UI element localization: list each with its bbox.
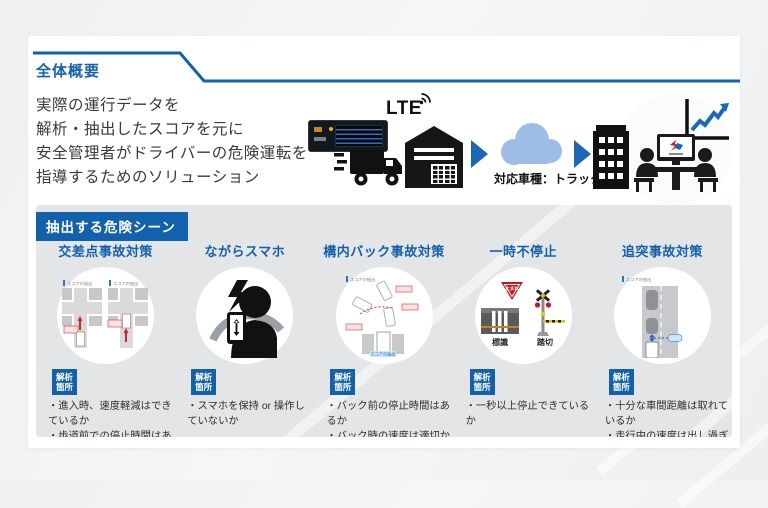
main-card: 全体概要 実際の運行データを 解析・抽出したスコアを元に 安全管理者がドライバー… [28, 36, 740, 448]
scene-illustration-circle: 止まれ 標識 [474, 267, 572, 364]
stop-sign-crossing-icon: 止まれ 標識 [481, 281, 566, 347]
svg-text:スコアの抽出: スコアの抽出 [67, 280, 92, 287]
bullet: ・バック前の停止時間はあるか [326, 401, 450, 428]
scene-column-backing: 構内バック事故対策 スコアの抽出 [314, 241, 453, 437]
scene-column-stop: 一時不停止 止まれ 標識 [454, 241, 593, 437]
office-building-icon [593, 125, 629, 189]
scene-columns: 交差点事故対策 スコアの抽出 [36, 241, 732, 437]
analysis-point-badge: 解析 箇所 [52, 369, 78, 396]
device-screen [335, 125, 383, 147]
railroad-crossing-icon [535, 288, 566, 336]
badge-line: 箇所 [473, 382, 491, 393]
scene-bullets: ・スマホを保持 or 操作していないか [187, 399, 314, 429]
analysis-point-badge: 解析 箇所 [608, 369, 634, 396]
analysis-point-badge: 解析 箇所 [469, 369, 495, 396]
badge-line: 箇所 [56, 382, 74, 393]
analysis-point-badge: 解析 箇所 [330, 369, 356, 396]
scene-column-intersection: 交差点事故対策 スコアの抽出 [36, 241, 175, 437]
scene-illustration-circle: スコアの抽出 スコアの抽出 [57, 267, 155, 364]
driver-smartphone-icon [209, 279, 284, 358]
bullet: ・バック時の速度は適切かどうか [326, 431, 450, 437]
scene-title: 一時不停止 [489, 244, 557, 259]
bullet: ・歩道前での停止時間はあるか [48, 431, 172, 437]
scene-bullets: ・十分な車間距離は取れているか ・走行中の速度は出し過ぎていないか [605, 399, 732, 437]
tab-accent-line [33, 51, 740, 83]
scene-illustration-circle [196, 267, 294, 364]
device-led [314, 127, 322, 132]
svg-text:踏切: 踏切 [537, 337, 553, 347]
badge-line: 箇所 [612, 382, 630, 393]
intersection-diagram-icon: スコアの抽出 スコアの抽出 [61, 279, 148, 348]
badge-line: 解析 [56, 372, 74, 382]
description-line: 解析・抽出したスコアを元に [36, 121, 245, 138]
bullet: ・進入時、速度軽減はできているか [48, 401, 172, 428]
badge-line: 解析 [195, 372, 213, 382]
danger-scenes-panel: 抽出する危険シーン 交差点事故対策 スコアの抽出 [36, 205, 732, 437]
scene-illustration-circle: スコアの抽出 スコアの抽出 [335, 267, 433, 364]
svg-text:スコアの抽出: スコアの抽出 [350, 276, 375, 283]
lte-label: LTE [386, 93, 431, 120]
flow-arrow-icon [471, 140, 488, 168]
svg-text:止まれ: 止まれ [505, 284, 519, 291]
digital-tachograph-device [308, 120, 388, 152]
description-line: 実際の運行データを [36, 97, 181, 114]
svg-text:スコアの抽出: スコアの抽出 [370, 350, 395, 357]
lte-text: LTE [386, 98, 422, 119]
device-button [314, 137, 326, 141]
description-line: 指導するためのソリューション [36, 169, 260, 186]
badge-line: 箇所 [195, 382, 213, 393]
svg-text:スコアの抽出: スコアの抽出 [113, 280, 138, 287]
bullet: ・十分な車間距離は取れているか [604, 401, 729, 428]
bullet: ・一秒以上停止できているか [465, 401, 590, 428]
badge-line: 解析 [473, 372, 491, 382]
svg-text:スコアの抽出: スコアの抽出 [626, 276, 651, 283]
scene-title: 交差点事故対策 [58, 244, 153, 259]
scene-title: 構内バック事故対策 [323, 244, 445, 259]
truck-icon [334, 150, 402, 186]
scene-column-rear-end: 追突事故対策 スコアの抽出 [593, 241, 732, 437]
description-line: 安全管理者がドライバーの危険運転を [36, 145, 308, 162]
stop-sign-icon [501, 281, 524, 300]
overview-description: 実際の運行データを 解析・抽出したスコアを元に 安全管理者がドライバーの危険運転… [36, 94, 308, 190]
svg-text:標識: 標識 [492, 337, 508, 347]
meeting-people-icon [634, 134, 718, 192]
scene-title: 追突事故対策 [621, 244, 703, 259]
scene-bullets: ・バック前の停止時間はあるか ・バック時の速度は適切かどうか [326, 399, 453, 437]
scene-column-smartphone: ながらスマホ 解析 箇所 [175, 241, 314, 437]
signal-waves-icon [419, 93, 431, 105]
monitor-logo [670, 140, 680, 151]
badge-line: 解析 [612, 372, 630, 382]
page-title: 全体概要 [36, 63, 101, 80]
section-title-badge: 抽出する危険シーン [36, 212, 188, 241]
scene-bullets: ・一秒以上停止できているか [466, 399, 593, 429]
device-led [329, 127, 333, 131]
bullet: ・スマホを保持 or 操作していないか [187, 401, 305, 428]
bullet: ・走行中の速度は出し過ぎていないか [604, 431, 729, 437]
warehouse-icon [405, 126, 463, 188]
following-distance-diagram-icon: スコアの抽出 [622, 275, 683, 358]
scene-illustration-circle: スコアの抽出 [613, 267, 711, 364]
flow-arrow-icon [574, 140, 591, 168]
yard-backing-diagram-icon: スコアの抽出 スコアの抽出 [345, 275, 419, 357]
badge-line: 解析 [334, 372, 352, 382]
scene-title: ながらスマホ [204, 244, 286, 259]
badge-line: 箇所 [334, 382, 352, 393]
scene-bullets: ・進入時、速度軽減はできているか ・歩道前での停止時間はあるか [48, 399, 175, 437]
supported-vehicle-note: 対応車種：トラック [493, 172, 602, 186]
cloud-icon [501, 123, 562, 165]
analysis-point-badge: 解析 箇所 [191, 369, 217, 396]
